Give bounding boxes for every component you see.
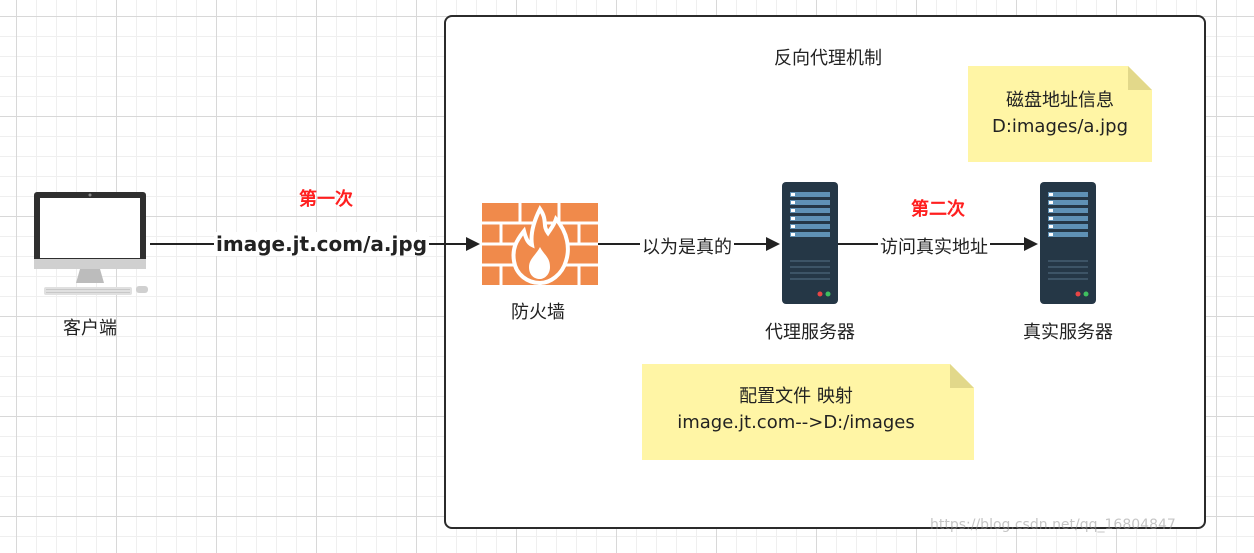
edge-label-client-to-firewall: image.jt.com/a.jpg: [214, 232, 430, 256]
edge-label-firewall-to-proxy: 以为是真的: [640, 233, 734, 259]
real-server-label: 真实服务器: [1023, 322, 1113, 343]
note-shape: [642, 364, 974, 460]
first-time-annotation: 第一次: [299, 189, 353, 210]
note-shape: [968, 66, 1152, 162]
proxy-server-label: 代理服务器: [765, 322, 855, 343]
watermark: https://blog.csdn.net/qq_16804847: [930, 517, 1176, 533]
client-computer-icon: [34, 192, 148, 295]
second-time-annotation: 第二次: [911, 199, 965, 220]
config-mapping-line-2: image.jt.com-->D:/images: [677, 412, 915, 433]
edge-label-proxy-to-real: 访问真实地址: [878, 233, 990, 259]
disk-info-note: 磁盘地址信息 D:images/a.jpg: [968, 66, 1152, 162]
disk-info-line-2: D:images/a.jpg: [991, 116, 1129, 137]
config-mapping-line-1: 配置文件 映射: [739, 386, 853, 407]
config-mapping-note: 配置文件 映射 image.jt.com-->D:/images: [642, 364, 974, 460]
real-server-icon: [1040, 182, 1096, 304]
firewall-label: 防火墙: [511, 302, 565, 323]
firewall-icon: [482, 203, 598, 285]
client-label: 客户端: [63, 318, 117, 339]
disk-info-line-1: 磁盘地址信息: [1006, 90, 1114, 111]
frame-title: 反向代理机制: [774, 48, 882, 69]
proxy-server-icon: [782, 182, 838, 304]
